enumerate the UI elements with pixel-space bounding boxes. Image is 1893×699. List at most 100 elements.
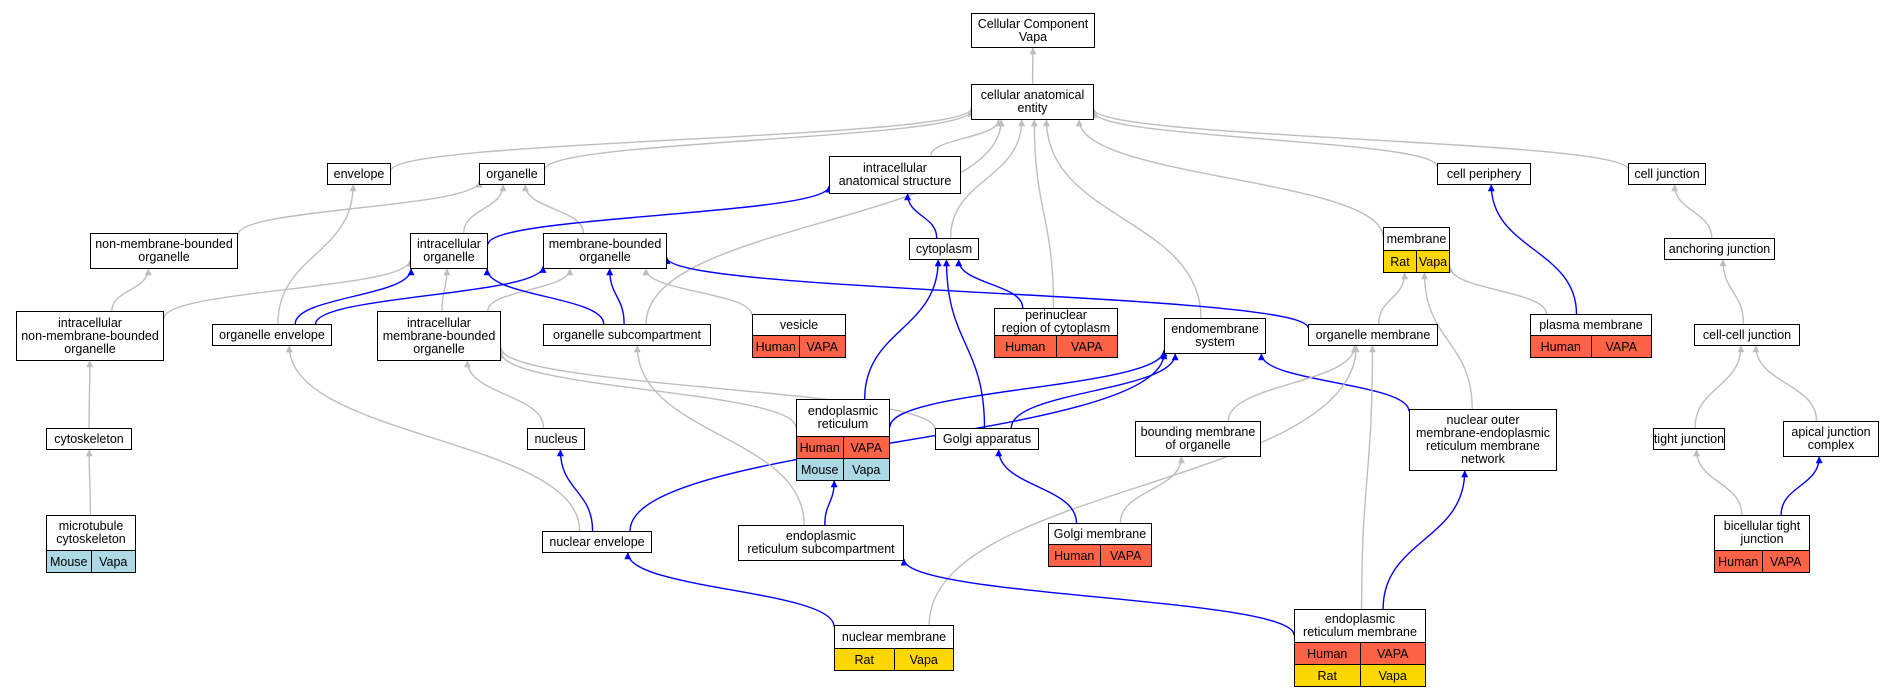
edge-bicell-to-tightj <box>1693 449 1743 516</box>
edge-noer-to-membrane <box>1421 272 1473 410</box>
edge-envelope-to-cae <box>390 107 975 171</box>
node-label-line: cytoskeleton <box>56 532 126 546</box>
edge-bicell-to-apical <box>1780 456 1823 516</box>
node-label-line: network <box>1461 452 1505 466</box>
edge-nucenv-to-orgenv <box>285 345 581 532</box>
node-orgsub[interactable]: organelle subcompartment <box>543 324 711 346</box>
node-label-line: organelle <box>579 250 631 264</box>
node-label-line: anchoring junction <box>1668 241 1771 256</box>
node-label-line: non-membrane-bounded <box>95 237 233 251</box>
node-organelle[interactable]: organelle <box>479 163 545 185</box>
node-label-line: Vapa <box>1018 29 1048 44</box>
node-anchjunc[interactable]: anchoring junction <box>1664 238 1775 260</box>
edge-golgimem-to-bmo <box>1119 456 1185 524</box>
edge-plasmamem-to-cellperiph <box>1487 184 1578 315</box>
node-label-line: reticulum membrane <box>1303 625 1417 639</box>
node-label-line: organelle <box>138 250 190 264</box>
annotation-human: Human <box>1715 551 1762 572</box>
node-nucleus[interactable]: nucleus <box>527 428 585 450</box>
edge-golgi-to-imbo <box>497 347 936 430</box>
annotation-human: VAPA <box>1761 551 1809 572</box>
edge-endomem-to-cae <box>1043 119 1202 319</box>
node-orgenv[interactable]: organelle envelope <box>212 324 332 346</box>
node-label-line: Cellular Component <box>977 16 1089 31</box>
edge-ermem-to-noer <box>1382 470 1469 610</box>
node-label-line: bounding membrane <box>1140 425 1256 439</box>
node-golgi[interactable]: Golgi apparatus <box>935 428 1039 450</box>
edge-orgsub-to-cae <box>645 119 1005 325</box>
node-envelope[interactable]: envelope <box>327 163 391 185</box>
node-cytoskel[interactable]: cytoskeleton <box>46 428 132 450</box>
edge-tightj-to-celljunc2 <box>1694 345 1745 429</box>
node-label: organelle subcompartment <box>544 325 710 345</box>
node-cellperiph[interactable]: cell periphery <box>1437 163 1531 185</box>
node-label-line: reticulum subcompartment <box>747 542 895 556</box>
node-label: organelle envelope <box>213 325 331 345</box>
node-label-line: Golgi apparatus <box>942 431 1032 446</box>
node-label-line: reticulum membrane <box>1426 439 1540 453</box>
edge-orgenv-to-io <box>294 268 415 325</box>
node-label: envelope <box>328 164 390 184</box>
annotation-human: VAPA <box>842 437 889 458</box>
node-label: cell-cell junction <box>1695 325 1799 345</box>
node-celljunc[interactable]: cell junction <box>1628 163 1706 185</box>
node-orgmem[interactable]: organelle membrane <box>1308 324 1438 346</box>
node-nucenv[interactable]: nuclear envelope <box>542 531 652 553</box>
edge-cytoplasm-to-cae <box>949 119 1026 239</box>
node-label-line: nuclear membrane <box>841 629 947 644</box>
node-cytoplasm[interactable]: cytoplasm <box>909 238 979 260</box>
node-label: nuclear membrane <box>835 626 953 648</box>
node-label: Golgi membrane <box>1049 524 1151 544</box>
annotation-human: Human <box>1531 336 1591 357</box>
node-label-line: cell junction <box>1634 166 1700 181</box>
edge-orgsub-to-io <box>483 268 605 325</box>
node-celljunc2[interactable]: cell-cell junction <box>1694 324 1800 346</box>
edge-anchjunc-to-celljunc <box>1671 184 1713 239</box>
edge-nucenv-to-nucleus <box>556 449 594 532</box>
edge-vesicle-to-mbo <box>642 268 753 316</box>
node-tightj[interactable]: tight junction <box>1653 428 1725 450</box>
annotation-human: VAPA <box>1055 336 1117 357</box>
node-label-line: vesicle <box>779 317 819 332</box>
edge-orgmem-to-membrane <box>1377 272 1409 325</box>
